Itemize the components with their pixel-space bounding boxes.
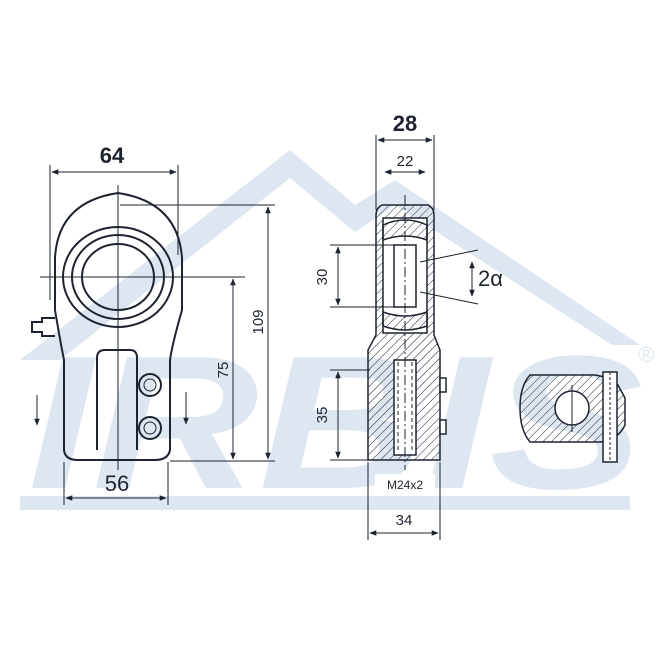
watermark-underline	[20, 496, 630, 510]
side-view: 28 22 30 35 M24x2 34 2α	[314, 111, 503, 540]
dimension-28-label: 28	[393, 111, 417, 136]
registered-mark: ®	[638, 342, 654, 367]
dimension-35-label: 35	[314, 407, 331, 424]
bolt-hole-upper	[138, 373, 162, 397]
dimension-109-label: 109	[250, 309, 267, 334]
side-bolt-upper	[439, 377, 447, 393]
tilt-angle-label: 2α	[478, 266, 503, 291]
mountain-logo-shape	[20, 150, 640, 360]
bolt-hole-lower	[138, 416, 162, 440]
tilt-line-lower	[419, 291, 479, 305]
dimension-22-label: 22	[397, 153, 414, 170]
tilt-line-upper	[419, 249, 479, 263]
thread-label: M24x2	[387, 478, 423, 492]
dimension-56-label: 56	[105, 471, 129, 496]
dimension-64-label: 64	[100, 143, 125, 168]
side-bolt-lower	[439, 419, 447, 435]
front-body-outline	[54, 191, 183, 461]
dimension-34-label: 34	[396, 512, 413, 529]
side-ball	[382, 219, 428, 242]
dimension-75-label: 75	[215, 362, 232, 379]
thread-label-box	[375, 474, 435, 494]
bolt-hole-upper-inner	[143, 378, 157, 392]
grease-nipple	[31, 317, 55, 337]
dimension-30-label: 30	[314, 269, 331, 286]
front-view: 64 56 75 109	[31, 143, 275, 505]
section-detail	[519, 371, 626, 463]
bolt-hole-lower-inner	[143, 421, 157, 435]
